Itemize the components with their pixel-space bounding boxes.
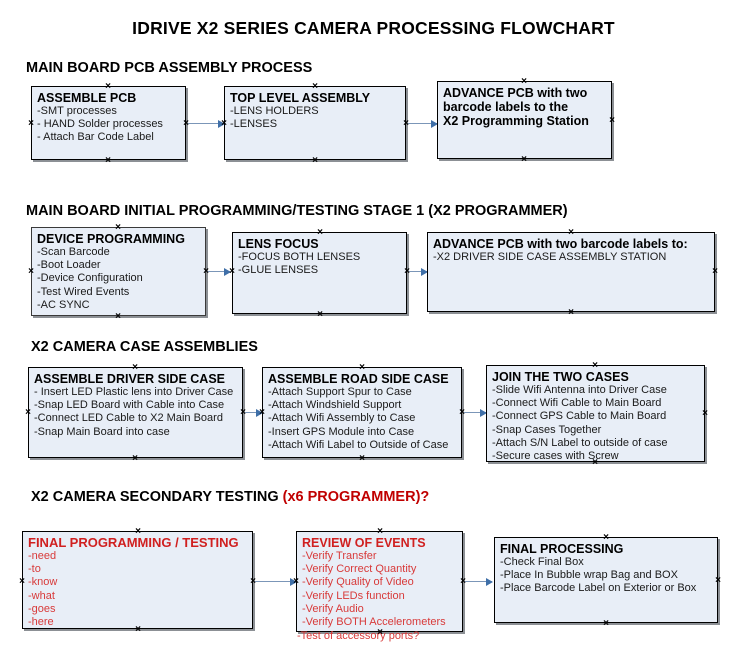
connector-arrow <box>409 267 428 276</box>
box-title: TOP LEVEL ASSEMBLY <box>230 91 371 105</box>
box-line: -GLUE LENSES <box>238 264 319 277</box>
box-line: -need <box>28 550 57 562</box>
arrow-head-icon <box>421 267 428 276</box>
box-line: -Attach Wifi Assembly to Case <box>268 412 416 425</box>
box-line: -FOCUS BOTH LENSES <box>238 251 361 263</box>
box-line: -Snap Main Board into case <box>34 425 170 438</box>
connector-arrow <box>208 267 231 276</box>
box-line: -what <box>28 589 55 602</box>
box-line: -Verify Transfer <box>302 550 377 562</box>
box-title: ASSEMBLE PCB <box>37 91 137 105</box>
box-line: - HAND Solder processes <box>37 118 163 131</box>
section-heading-main-board-pcb-assembly-process: MAIN BOARD PCB ASSEMBLY PROCESS <box>26 60 312 76</box>
box-line: -X2 DRIVER SIDE CASE ASSEMBLY STATION <box>433 251 667 263</box>
box-line: -Connect GPS Cable to Main Board <box>492 410 667 423</box>
box-title-line-2: barcode labels to the <box>443 100 569 114</box>
box-line: -LENSES <box>230 118 278 131</box>
box-line: -Slide Wifi Antenna into Driver Case <box>492 384 667 396</box>
box-line: -Connect Wifi Cable to Main Board <box>492 397 662 410</box>
box-line: -goes <box>28 602 56 615</box>
section-heading-text: X2 CAMERA CASE ASSEMBLIES <box>31 339 258 355</box>
box-title: ADVANCE PCB with two barcode labels to: <box>433 237 688 251</box>
box-line: -Check Final Box <box>500 556 584 568</box>
box-line: -Place In Bubble wrap Bag and BOX <box>500 569 678 582</box>
arrow-head-icon <box>218 119 225 128</box>
box-line: - Attach Bar Code Label <box>37 131 154 144</box>
box-line: -to <box>28 563 41 576</box>
box-assemble-pcb[interactable]: ASSEMBLE PCB -SMT processes - HAND Solde… <box>31 86 186 160</box>
arrow-head-icon <box>486 577 493 586</box>
box-final-programming-testing[interactable]: FINAL PROGRAMMING / TESTING -need -to -k… <box>22 531 253 629</box>
box-device-programming[interactable]: DEVICE PROGRAMMING -Scan Barcode -Boot L… <box>31 227 206 316</box>
section-heading-x2-camera-secondary-testing: X2 CAMERA SECONDARY TESTING (x6 PROGRAMM… <box>31 489 429 505</box>
arrow-head-icon <box>290 577 297 586</box>
section-heading-main-board-initial-programming: MAIN BOARD INITIAL PROGRAMMING/TESTING S… <box>26 203 568 219</box>
connector-arrow <box>464 408 487 417</box>
box-line-overflow: -Test of accessory ports? <box>297 630 420 642</box>
box-line: -Device Configuration <box>37 272 143 285</box>
box-title: REVIEW OF EVENTS <box>302 536 426 550</box>
box-line: -Verify LEDs function <box>302 589 405 602</box>
box-line: -Insert GPS Module into Case <box>268 425 415 438</box>
box-title: LENS FOCUS <box>238 237 319 251</box>
box-line: -Snap LED Board with Cable into Case <box>34 399 225 412</box>
box-line: -here <box>28 616 54 629</box>
box-advance-pcb-programming-station[interactable]: ADVANCE PCB with two barcode labels to t… <box>437 81 612 159</box>
section-heading-accent: (x6 PROGRAMMER)? <box>282 489 430 505</box>
connector-arrow <box>465 577 493 586</box>
box-line: -Verify Audio <box>302 602 364 615</box>
box-line: -Verify BOTH Accelerometers <box>302 616 446 629</box>
box-line: -SMT processes <box>37 105 117 117</box>
box-final-processing[interactable]: FINAL PROCESSING -Check Final Box -Place… <box>494 537 718 623</box>
box-line: -Secure cases with Screw <box>492 450 619 463</box>
box-line: -AC SYNC <box>37 298 90 311</box>
arrow-head-icon <box>224 267 231 276</box>
box-line: -Attach Support Spur to Case <box>268 386 412 398</box>
box-line: -LENS HOLDERS <box>230 105 319 117</box>
box-advance-pcb-driver-side-station[interactable]: ADVANCE PCB with two barcode labels to: … <box>427 232 715 312</box>
box-line: -know <box>28 576 58 589</box>
connector-arrow <box>255 577 297 586</box>
section-heading-x2-camera-case-assemblies: X2 CAMERA CASE ASSEMBLIES <box>31 339 258 355</box>
box-line: -Attach Wifi Label to Outside of Case <box>268 438 449 451</box>
box-title: ASSEMBLE DRIVER SIDE CASE <box>34 372 226 386</box>
box-line: -Scan Barcode <box>37 246 110 258</box>
box-top-level-assembly[interactable]: TOP LEVEL ASSEMBLY -LENS HOLDERS -LENSES <box>224 86 406 160</box>
box-line: -Attach Windshield Support <box>268 399 402 412</box>
arrow-head-icon <box>256 408 263 417</box>
box-lens-focus[interactable]: LENS FOCUS -FOCUS BOTH LENSES -GLUE LENS… <box>232 232 407 314</box>
connector-arrow <box>408 119 438 128</box>
box-title: DEVICE PROGRAMMING <box>37 232 185 246</box>
arrow-head-icon <box>431 119 438 128</box>
arrow-head-icon <box>480 408 487 417</box>
box-title: FINAL PROGRAMMING / TESTING <box>28 535 239 550</box>
section-heading-text: X2 CAMERA SECONDARY TESTING <box>31 489 283 505</box>
connector-arrow <box>245 408 263 417</box>
page-title: IDRIVE X2 SERIES CAMERA PROCESSING FLOWC… <box>132 18 615 38</box>
box-line: -Verify Correct Quantity <box>302 563 417 576</box>
box-line: -Place Barcode Label on Exterior or Box <box>500 582 697 595</box>
box-title: FINAL PROCESSING <box>500 542 624 556</box>
box-title: JOIN THE TWO CASES <box>492 370 629 384</box>
section-heading-text: MAIN BOARD PCB ASSEMBLY PROCESS <box>26 60 313 76</box>
box-line: -Verify Quality of Video <box>302 576 414 589</box>
box-join-the-two-cases[interactable]: JOIN THE TWO CASES -Slide Wifi Antenna i… <box>486 365 705 462</box>
box-line: -Snap Cases Together <box>492 423 602 436</box>
box-line: -Connect LED Cable to X2 Main Board <box>34 412 223 425</box>
box-assemble-driver-side-case[interactable]: ASSEMBLE DRIVER SIDE CASE - Insert LED P… <box>28 367 243 458</box>
connector-arrow <box>188 119 225 128</box>
box-line: - Insert LED Plastic lens into Driver Ca… <box>34 386 234 398</box>
box-title: ASSEMBLE ROAD SIDE CASE <box>268 372 449 386</box>
section-heading-text: MAIN BOARD INITIAL PROGRAMMING/TESTING S… <box>26 203 568 219</box>
box-line: -Attach S/N Label to outside of case <box>492 436 668 449</box>
box-title: ADVANCE PCB with two <box>443 86 588 100</box>
box-review-of-events[interactable]: REVIEW OF EVENTS -Verify Transfer -Verif… <box>296 531 463 632</box>
box-line: -Boot Loader <box>37 259 101 272</box>
box-assemble-road-side-case[interactable]: ASSEMBLE ROAD SIDE CASE -Attach Support … <box>262 367 462 458</box>
box-title-line-3: X2 Programming Station <box>443 114 589 128</box>
box-line: -Test Wired Events <box>37 285 130 298</box>
